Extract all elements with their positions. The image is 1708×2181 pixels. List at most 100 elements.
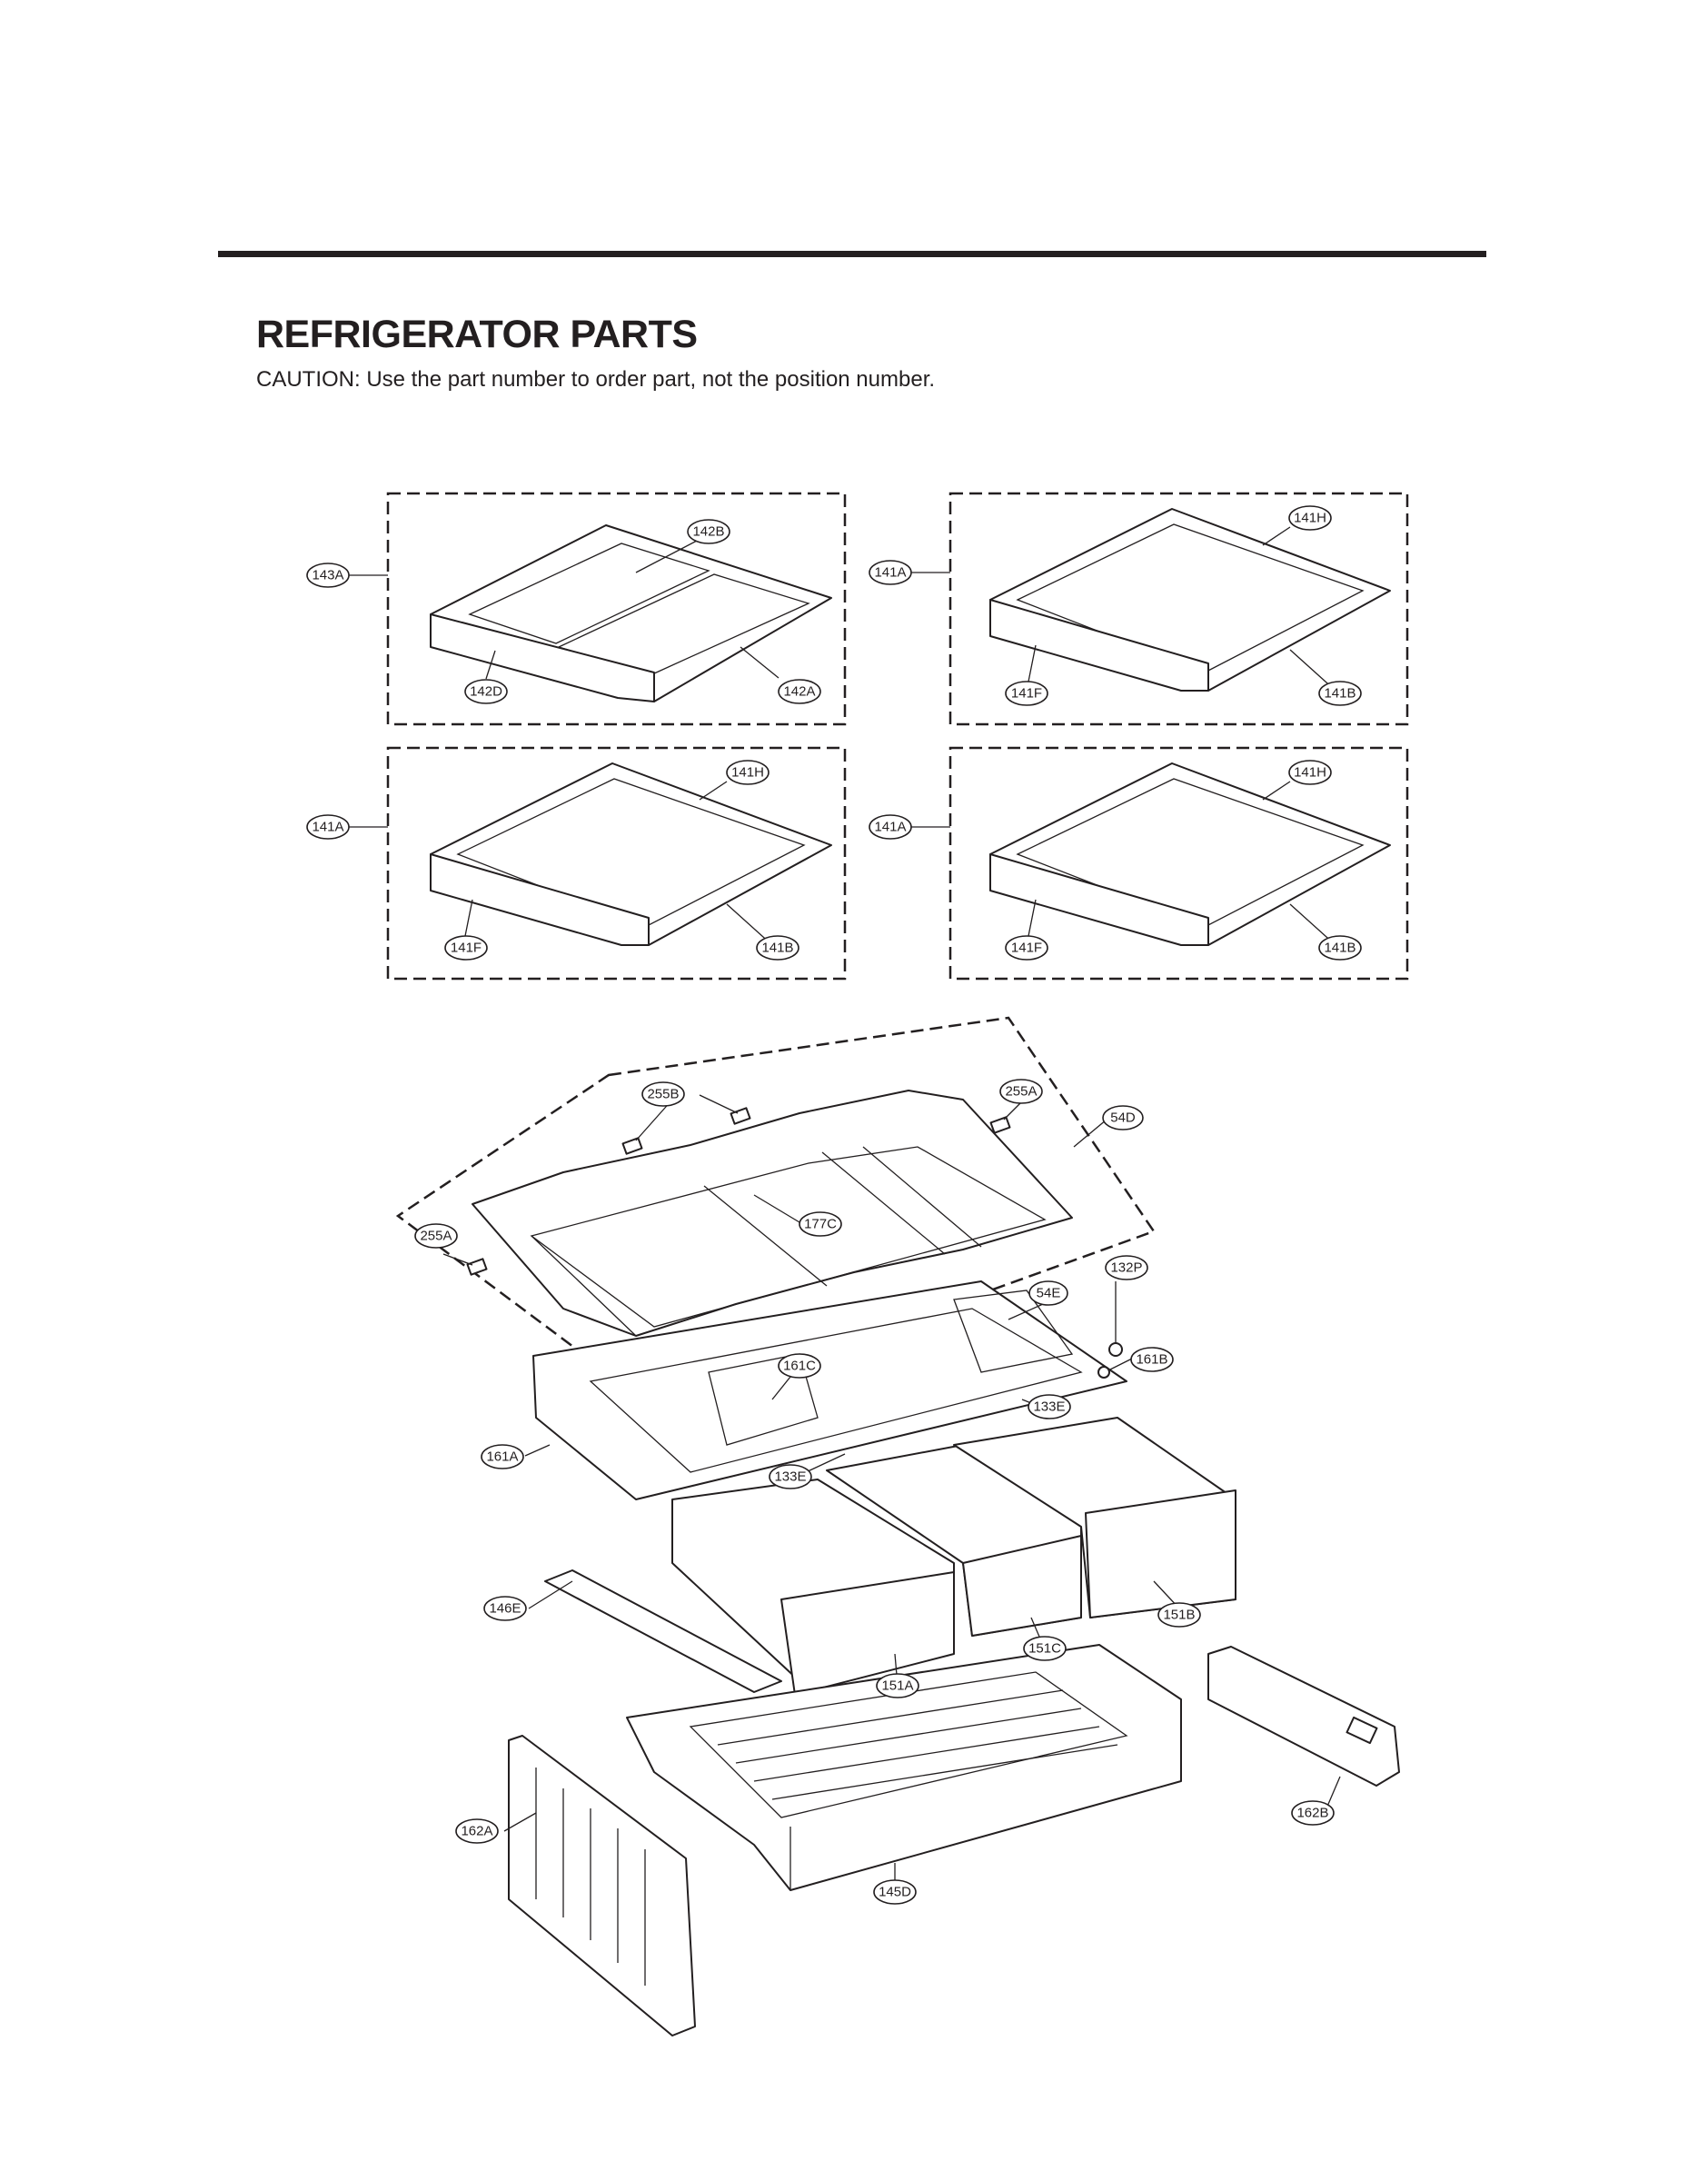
callout-141B-label: 141B — [1324, 941, 1355, 956]
callout-151C-label: 151C — [1028, 1641, 1061, 1657]
clip-255A-top — [989, 1116, 1011, 1134]
callout-177C-label: 177C — [804, 1217, 837, 1232]
callout-145D-label: 145D — [879, 1885, 911, 1900]
caution-note: CAUTION: Use the part number to order pa… — [256, 367, 936, 392]
callout-161B: 161B — [1130, 1347, 1174, 1372]
shelf-frame-2 — [948, 492, 1409, 726]
pantry-rack — [689, 1671, 1128, 1818]
callout-141A-2: 141A — [306, 814, 350, 840]
callout-141B-1: 141B — [1318, 681, 1362, 706]
callout-151B: 151B — [1157, 1602, 1201, 1628]
callout-177C: 177C — [799, 1211, 842, 1237]
callout-141H-label: 141H — [1294, 511, 1326, 526]
callout-133E-left: 133E — [769, 1464, 812, 1489]
callout-162A: 162A — [455, 1818, 499, 1844]
callout-143A-label: 143A — [312, 568, 343, 583]
callout-142D: 142D — [464, 679, 508, 704]
callout-141F-label: 141F — [1011, 686, 1042, 702]
callout-141H-label: 141H — [1294, 765, 1326, 781]
callout-141H-label: 141H — [731, 765, 764, 781]
callout-161C: 161C — [778, 1353, 821, 1379]
cover-front-edge — [531, 1235, 637, 1337]
callout-161B-label: 161B — [1136, 1352, 1167, 1368]
callout-141H-3: 141H — [1288, 760, 1332, 785]
callout-141F-3: 141F — [1005, 935, 1048, 961]
callout-146E: 146E — [483, 1596, 527, 1621]
callout-161C-label: 161C — [783, 1359, 816, 1374]
shelf-141F-bracket — [989, 853, 1209, 946]
callout-255A-label: 255A — [420, 1229, 452, 1244]
callout-142B: 142B — [687, 519, 730, 544]
callout-132P: 132P — [1105, 1255, 1148, 1280]
callout-133E-label: 133E — [1033, 1399, 1065, 1415]
shelf-assembly-141A-3 — [904, 746, 1409, 981]
crisper-frame-161A — [532, 1280, 1127, 1500]
crisper-frame-opening — [589, 1308, 1083, 1473]
callout-143A: 143A — [306, 563, 350, 588]
callout-162B-label: 162B — [1296, 1806, 1328, 1821]
fastener-161B — [1097, 1366, 1110, 1379]
callout-141B-3: 141B — [1318, 935, 1362, 961]
divider-161C — [708, 1353, 819, 1446]
cover-162A — [508, 1735, 696, 2037]
callout-141B-label: 141B — [761, 941, 793, 956]
callout-141A-label: 141A — [874, 820, 906, 835]
clip-255B-right — [730, 1107, 751, 1125]
callout-151B-label: 151B — [1163, 1608, 1195, 1623]
clip-255A-left — [466, 1258, 488, 1276]
callout-145D: 145D — [873, 1879, 917, 1905]
control-162B — [1346, 1716, 1378, 1745]
shelf-frame-1 — [386, 492, 847, 726]
callout-161A-label: 161A — [486, 1449, 518, 1465]
rail-146E — [544, 1569, 782, 1693]
callout-161A: 161A — [481, 1444, 524, 1469]
callout-141F-1: 141F — [1005, 681, 1048, 706]
callout-142A-label: 142A — [783, 684, 815, 700]
callout-162B: 162B — [1291, 1800, 1335, 1826]
callout-255B-label: 255B — [647, 1087, 679, 1102]
callout-162A-label: 162A — [461, 1824, 492, 1839]
callout-133E-right: 133E — [1028, 1394, 1071, 1419]
cover-162B — [1207, 1646, 1400, 1787]
callout-255A-left: 255A — [414, 1223, 458, 1249]
cover-glass-177C — [530, 1146, 1047, 1328]
shelf-142B-glass — [468, 543, 710, 644]
crisper-assembly — [395, 1016, 1400, 2037]
callout-255A-top: 255A — [999, 1079, 1043, 1104]
callout-132P-label: 132P — [1110, 1260, 1142, 1276]
callout-141A-3: 141A — [869, 814, 912, 840]
shelf-141F-bracket — [989, 599, 1209, 692]
shelf-frame-4 — [948, 746, 1409, 981]
callout-141A-label: 141A — [312, 820, 343, 835]
callout-146E-label: 146E — [489, 1601, 521, 1617]
callout-151A-label: 151A — [881, 1678, 913, 1694]
callout-142D-label: 142D — [470, 684, 502, 700]
cover-54E — [953, 1290, 1074, 1373]
callout-54D: 54D — [1102, 1105, 1144, 1130]
clip-255B-left — [621, 1137, 643, 1155]
callout-142A: 142A — [778, 679, 821, 704]
callout-142B-label: 142B — [692, 524, 724, 540]
drawer-151A-front — [780, 1571, 955, 1696]
callout-255A-label: 255A — [1005, 1084, 1037, 1100]
callout-151C: 151C — [1023, 1636, 1067, 1661]
shelf-assembly-141A-2 — [342, 746, 847, 981]
callout-141F-2: 141F — [444, 935, 488, 961]
page-title: REFRIGERATOR PARTS — [256, 313, 698, 356]
drawer-151C-front — [962, 1535, 1082, 1637]
drawer-151B-front — [1085, 1489, 1236, 1618]
callout-151A: 151A — [876, 1673, 919, 1698]
callout-54E: 54E — [1028, 1280, 1068, 1306]
callout-141A-label: 141A — [874, 565, 906, 581]
callout-141H-2: 141H — [726, 760, 770, 785]
shelf-142D-bracket — [430, 613, 655, 702]
shelf-frame-3 — [386, 746, 847, 981]
callout-133E-label: 133E — [774, 1469, 806, 1485]
callout-141H-1: 141H — [1288, 505, 1332, 531]
header-rule — [218, 251, 1486, 257]
callout-141A-1: 141A — [869, 560, 912, 585]
pantry-drawer-145D — [626, 1644, 1182, 1891]
callout-54E-label: 54E — [1037, 1286, 1061, 1301]
shelf-141F-bracket — [430, 853, 650, 946]
